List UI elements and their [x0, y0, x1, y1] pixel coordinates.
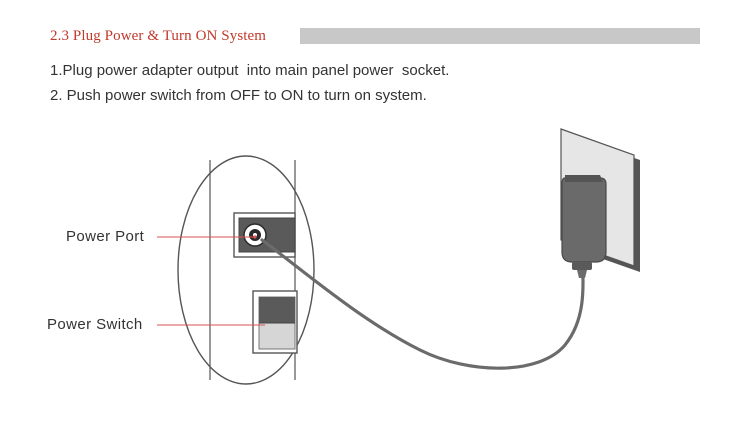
power-port-socket — [233, 212, 296, 258]
power-adapter — [561, 175, 607, 278]
step-2-text: 2. Push power switch from OFF to ON to t… — [50, 87, 427, 104]
section-title-bar — [300, 28, 700, 44]
power-port-callout-dot — [253, 235, 257, 239]
step-1-text: 1.Plug power adapter output into main pa… — [50, 62, 450, 79]
power-switch — [252, 290, 298, 354]
power-switch-label: Power Switch — [47, 316, 143, 333]
power-cable — [260, 238, 585, 370]
power-port-label: Power Port — [66, 228, 145, 245]
section-title: 2.3 Plug Power & Turn ON System — [50, 26, 271, 46]
